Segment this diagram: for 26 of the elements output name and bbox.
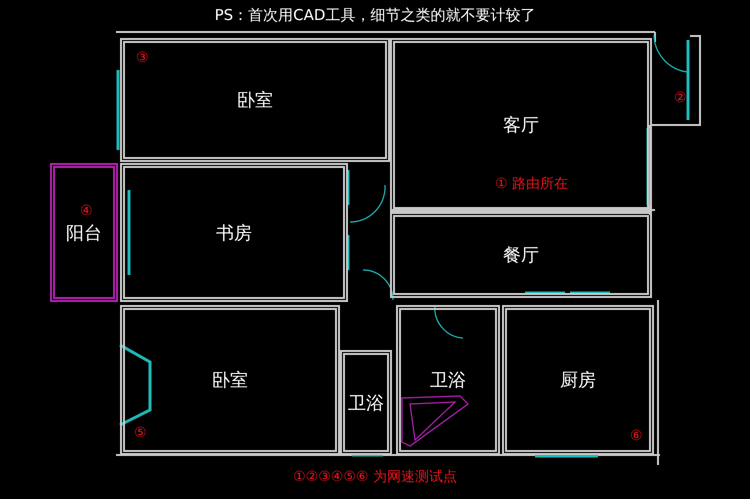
room-name: 阳台 bbox=[66, 222, 102, 244]
test-point-label: ③ bbox=[136, 50, 149, 66]
room-outline bbox=[120, 163, 348, 302]
test-point-label: ① 路由所在 bbox=[495, 175, 568, 193]
room-outline bbox=[340, 350, 392, 455]
room-outline bbox=[390, 38, 652, 212]
caption: ①②③④⑤⑥ 为网速测试点 bbox=[292, 468, 458, 486]
room-outline bbox=[120, 38, 390, 162]
room-outline bbox=[50, 163, 118, 302]
title: PS：首次用CAD工具，细节之类的就不要计较了 bbox=[214, 6, 536, 25]
test-point-label: ⑤ bbox=[134, 425, 147, 441]
room-name: 书房 bbox=[216, 222, 252, 244]
test-point-label: ④ bbox=[80, 203, 93, 219]
test-point-label: ⑥ bbox=[630, 428, 643, 444]
room-outline bbox=[502, 305, 654, 455]
room-name: 厨房 bbox=[560, 369, 596, 392]
room-name: 餐厅 bbox=[503, 244, 539, 267]
room-name: 卧室 bbox=[212, 369, 248, 392]
test-point-label: ② bbox=[674, 90, 687, 106]
room-outline bbox=[120, 305, 340, 455]
room-name: 卫浴 bbox=[430, 369, 466, 392]
room-name: 卫浴 bbox=[348, 392, 384, 414]
room-name: 卧室 bbox=[237, 89, 273, 112]
room-outline bbox=[396, 305, 500, 455]
room-name: 客厅 bbox=[503, 114, 539, 137]
room-outline bbox=[390, 212, 652, 298]
